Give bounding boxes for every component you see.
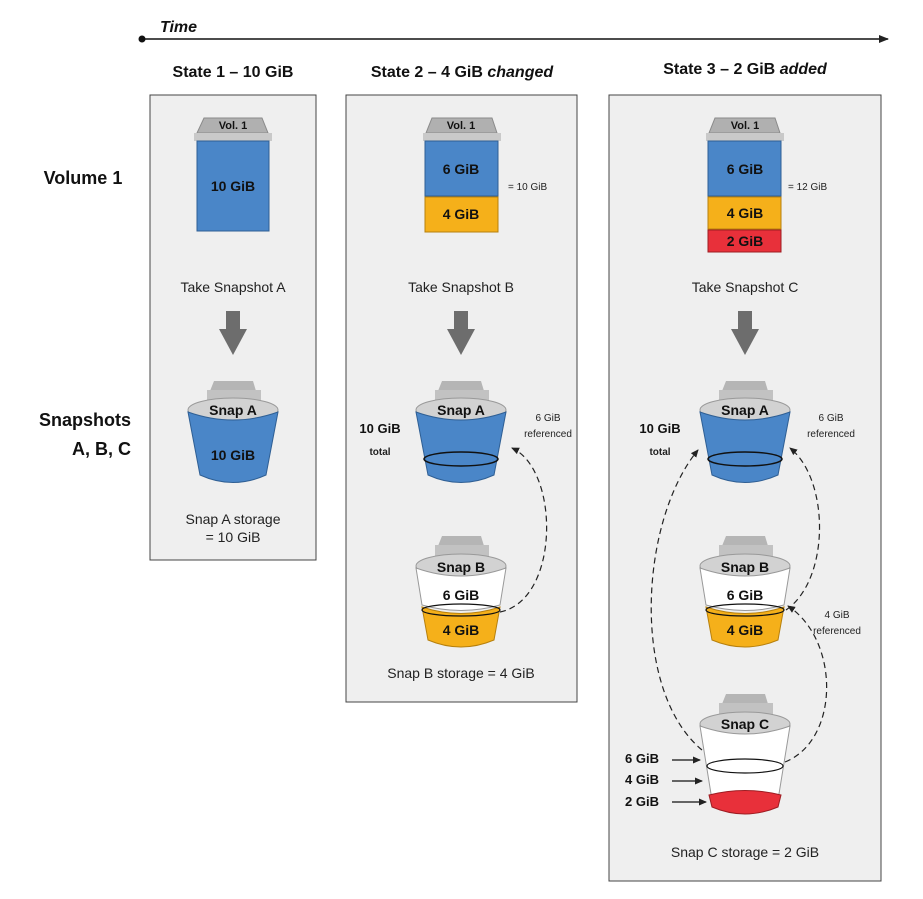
state-2-volume: Vol. 1 6 GiB 4 GiB = 10 GiB	[423, 117, 548, 233]
volume-total: = 12 GiB	[788, 182, 828, 193]
state-3-storage: Snap C storage = 2 GiB	[671, 844, 819, 860]
volume-label: Vol. 1	[447, 120, 476, 132]
down-arrow	[219, 311, 247, 355]
state-1-action: Take Snapshot A	[180, 279, 286, 295]
volume-segment-label: 6 GiB	[443, 161, 480, 177]
reference-arrow	[785, 447, 821, 611]
volume-label: Vol. 1	[731, 120, 760, 132]
timeline-label: Time	[160, 19, 197, 36]
reference-arrow	[784, 605, 828, 763]
snapshot-fill-label: 4 GiB	[727, 622, 764, 638]
volume-segment-label: 6 GiB	[727, 161, 764, 177]
volume-total: = 10 GiB	[508, 182, 548, 193]
volume-segment-label: 2 GiB	[727, 233, 764, 249]
snapshot-fill-label: 10 GiB	[211, 447, 255, 463]
row-label-snapshots-abc: A, B, C	[72, 439, 131, 459]
state-3-volume: Vol. 1 6 GiB 4 GiB 2 GiB = 12 GiB	[706, 117, 828, 253]
snapshot-label: Snap C	[721, 716, 769, 732]
down-arrow	[731, 311, 759, 355]
timeline: Time	[138, 19, 889, 43]
volume-segment-label: 10 GiB	[211, 178, 255, 194]
snapshot-bucket-b: Snap B 6 GiB 4 GiB	[415, 536, 507, 648]
state-1-volume: Vol. 1 10 GiB	[194, 117, 272, 232]
row-label-snapshots: Snapshots	[39, 410, 131, 430]
total-word: total	[649, 447, 670, 458]
state-1-storage-value: = 10 GiB	[206, 529, 261, 545]
snapshot-bucket-b: Snap B 6 GiB 4 GiB	[699, 536, 791, 648]
volume-segment	[424, 140, 499, 197]
snapshot-bucket-c: Snap C	[699, 694, 791, 815]
snapshot-fill-label: 4 GiB	[443, 622, 480, 638]
reference-label: 6 GiB	[535, 413, 560, 424]
state-2-action: Take Snapshot B	[408, 279, 514, 295]
snapshot-c-pointers: 6 GiB 4 GiB 2 GiB	[625, 751, 707, 809]
state-3-heading: State 3 – 2 GiB added	[663, 61, 828, 78]
state-1-heading: State 1 – 10 GiB	[173, 64, 294, 81]
state-1-storage: Snap A storage	[186, 511, 281, 527]
reference-label: 6 GiB	[818, 413, 843, 424]
volume-segment	[707, 229, 782, 253]
state-3-action: Take Snapshot C	[692, 279, 799, 295]
snapshot-upper-label: 6 GiB	[727, 587, 764, 603]
snapshot-label: Snap B	[437, 559, 485, 575]
total-word: total	[369, 447, 390, 458]
total-value: 10 GiB	[639, 421, 680, 436]
volume-segment-label: 4 GiB	[443, 206, 480, 222]
pointer-label: 2 GiB	[625, 794, 659, 809]
pointer-label: 4 GiB	[625, 772, 659, 787]
reference-label-word: referenced	[524, 429, 572, 440]
row-label-volume: Volume 1	[44, 168, 123, 188]
reference-label-word: referenced	[807, 429, 855, 440]
volume-segment	[707, 140, 782, 197]
reference-arrow	[650, 449, 703, 751]
reference-label-word: referenced	[813, 626, 861, 637]
down-arrow	[447, 311, 475, 355]
state-2-storage: Snap B storage = 4 GiB	[387, 665, 534, 681]
snapshot-label: Snap A	[437, 402, 485, 418]
snapshot-label: Snap A	[209, 402, 257, 418]
volume-top-band	[194, 133, 272, 141]
state-2-heading: State 2 – 4 GiB changed	[371, 64, 555, 81]
snapshot-label: Snap B	[721, 559, 769, 575]
reference-arrow	[499, 447, 548, 613]
snapshot-bucket-a: Snap A	[699, 381, 791, 483]
pointer-label: 6 GiB	[625, 751, 659, 766]
volume-segment	[707, 196, 782, 230]
volume-segment-label: 4 GiB	[727, 205, 764, 221]
total-value: 10 GiB	[359, 421, 400, 436]
volume-label: Vol. 1	[219, 120, 248, 132]
snapshot-bucket-a: Snap A	[415, 381, 507, 483]
volume-segment	[424, 196, 499, 233]
snapshot-bucket-a: Snap A 10 GiB	[187, 381, 279, 483]
reference-label: 4 GiB	[824, 610, 849, 621]
snapshot-upper-label: 6 GiB	[443, 587, 480, 603]
snapshot-label: Snap A	[721, 402, 769, 418]
volume-segment	[196, 140, 270, 232]
